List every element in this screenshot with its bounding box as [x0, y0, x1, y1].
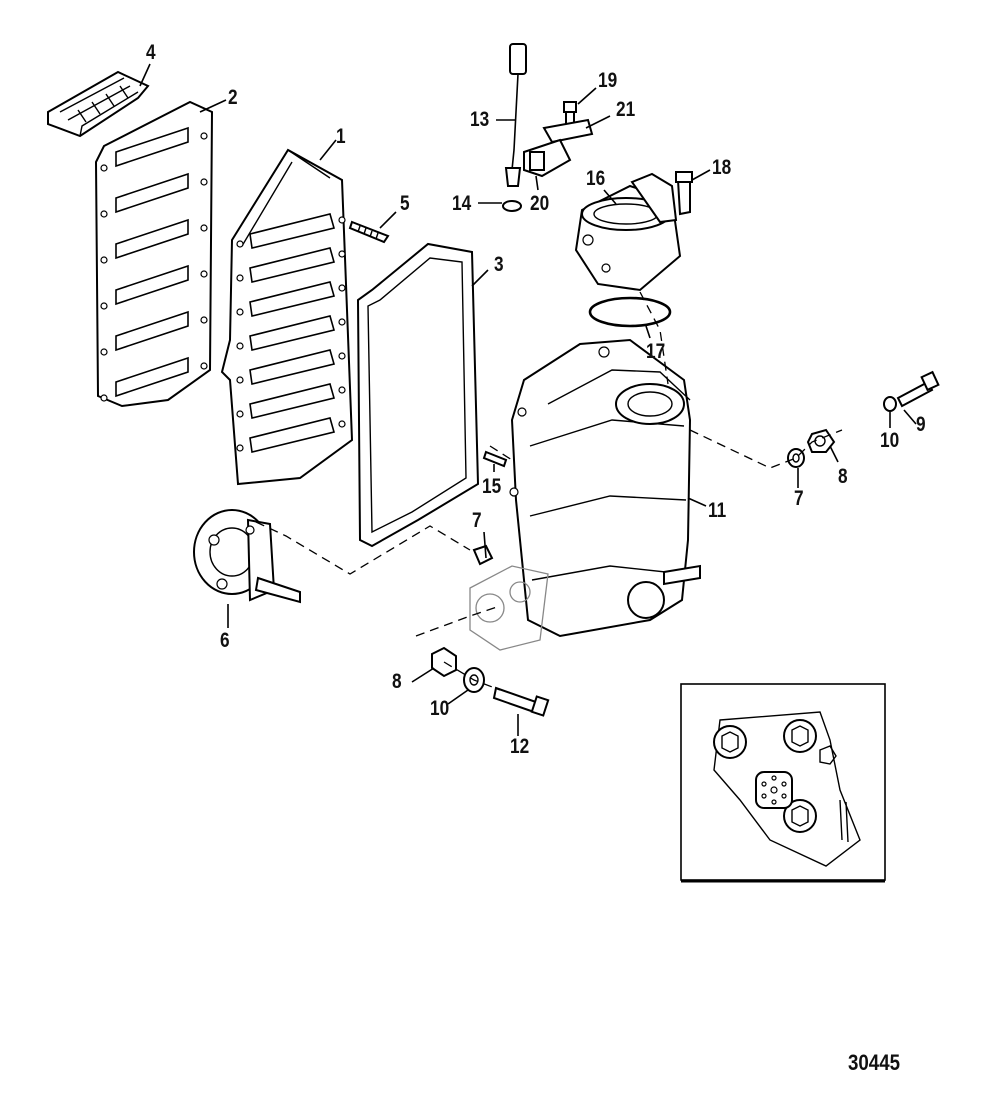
bolt-hole	[100, 256, 108, 264]
plate-slot	[115, 172, 189, 214]
bolt-hole	[338, 250, 346, 258]
part-4-reed-block	[47, 70, 150, 138]
bolt-hole	[100, 348, 108, 356]
callout-11: 11	[708, 499, 727, 522]
callout-8-bottom: 8	[392, 670, 402, 693]
bolt-hole	[236, 376, 244, 384]
assembly-lines	[255, 291, 843, 691]
part-7-plug-left	[472, 544, 494, 566]
callout-15: 15	[482, 475, 502, 498]
part-9-bolt	[896, 370, 940, 408]
callout-5: 5	[400, 192, 410, 215]
inset-detail	[680, 683, 886, 883]
part-10-washer-right	[883, 396, 897, 412]
part-11-housing	[469, 338, 701, 651]
leader-lines	[139, 63, 917, 736]
bolt-hole	[200, 362, 208, 370]
part-16-throttle-body	[574, 172, 682, 292]
bolt-hole	[100, 302, 108, 310]
block-port	[249, 213, 335, 249]
plate-slot	[115, 356, 189, 398]
callout-16: 16	[586, 167, 606, 190]
part-20-sensor	[523, 138, 572, 178]
part-6-pump-assembly	[193, 509, 301, 604]
block-port	[249, 315, 335, 351]
callout-13: 13	[470, 108, 490, 131]
block-port	[249, 383, 335, 419]
callout-8-right: 8	[838, 465, 848, 488]
callout-9: 9	[916, 413, 926, 436]
part-1-block-plate	[220, 148, 354, 486]
bolt-hole	[236, 308, 244, 316]
callout-3: 3	[494, 253, 504, 276]
part-13-sensor	[504, 43, 527, 187]
callout-4: 4	[146, 41, 156, 64]
bolt-hole	[200, 178, 208, 186]
part-12-bolt	[492, 686, 550, 717]
callout-1: 1	[336, 125, 346, 148]
bolt-hole	[236, 274, 244, 282]
callout-17: 17	[646, 340, 666, 363]
bolt-hole	[200, 270, 208, 278]
callout-12: 12	[510, 735, 530, 758]
plate-slot	[115, 218, 189, 260]
bolt-hole	[200, 316, 208, 324]
callout-18: 18	[712, 156, 732, 179]
callout-21: 21	[616, 98, 636, 121]
plate-slot	[115, 264, 189, 306]
bolt-hole	[100, 210, 108, 218]
bolt-hole	[338, 352, 346, 360]
bolt-hole	[200, 224, 208, 232]
callout-7-left: 7	[472, 509, 482, 532]
callout-2: 2	[228, 86, 238, 109]
bolt-hole	[236, 444, 244, 452]
bolt-hole	[200, 132, 208, 140]
block-port	[249, 247, 335, 283]
part-17-o-ring	[588, 296, 672, 328]
callout-10-bottom: 10	[430, 697, 450, 720]
bolt-hole	[338, 318, 346, 326]
bolt-hole	[338, 284, 346, 292]
plate-slot	[115, 310, 189, 352]
part-18-bolt	[675, 171, 693, 216]
bolt-hole	[100, 394, 108, 402]
callout-20: 20	[530, 192, 550, 215]
bolt-hole	[338, 386, 346, 394]
bolt-hole	[100, 164, 108, 172]
bolt-hole	[236, 342, 244, 350]
callout-7-right: 7	[794, 487, 804, 510]
callout-14: 14	[452, 192, 472, 215]
part-15-screw	[482, 450, 508, 468]
part-5-screw	[348, 220, 390, 244]
callout-6: 6	[220, 629, 230, 652]
figure-id: 30445	[848, 1050, 901, 1075]
part-3-gasket	[356, 242, 480, 548]
block-port	[249, 281, 335, 317]
part-8-nut-right	[806, 428, 836, 453]
plate-slot	[115, 126, 189, 168]
bolt-hole	[236, 240, 244, 248]
bolt-hole	[338, 420, 346, 428]
callout-10-right: 10	[880, 429, 900, 452]
block-port	[249, 349, 335, 385]
block-port	[249, 417, 335, 453]
part-14-o-ring	[502, 200, 522, 212]
part-21-bracket	[542, 118, 594, 144]
callout-19: 19	[598, 69, 618, 92]
bolt-hole	[338, 216, 346, 224]
bolt-hole	[236, 410, 244, 418]
part-2-adaptor-plate	[94, 100, 214, 408]
